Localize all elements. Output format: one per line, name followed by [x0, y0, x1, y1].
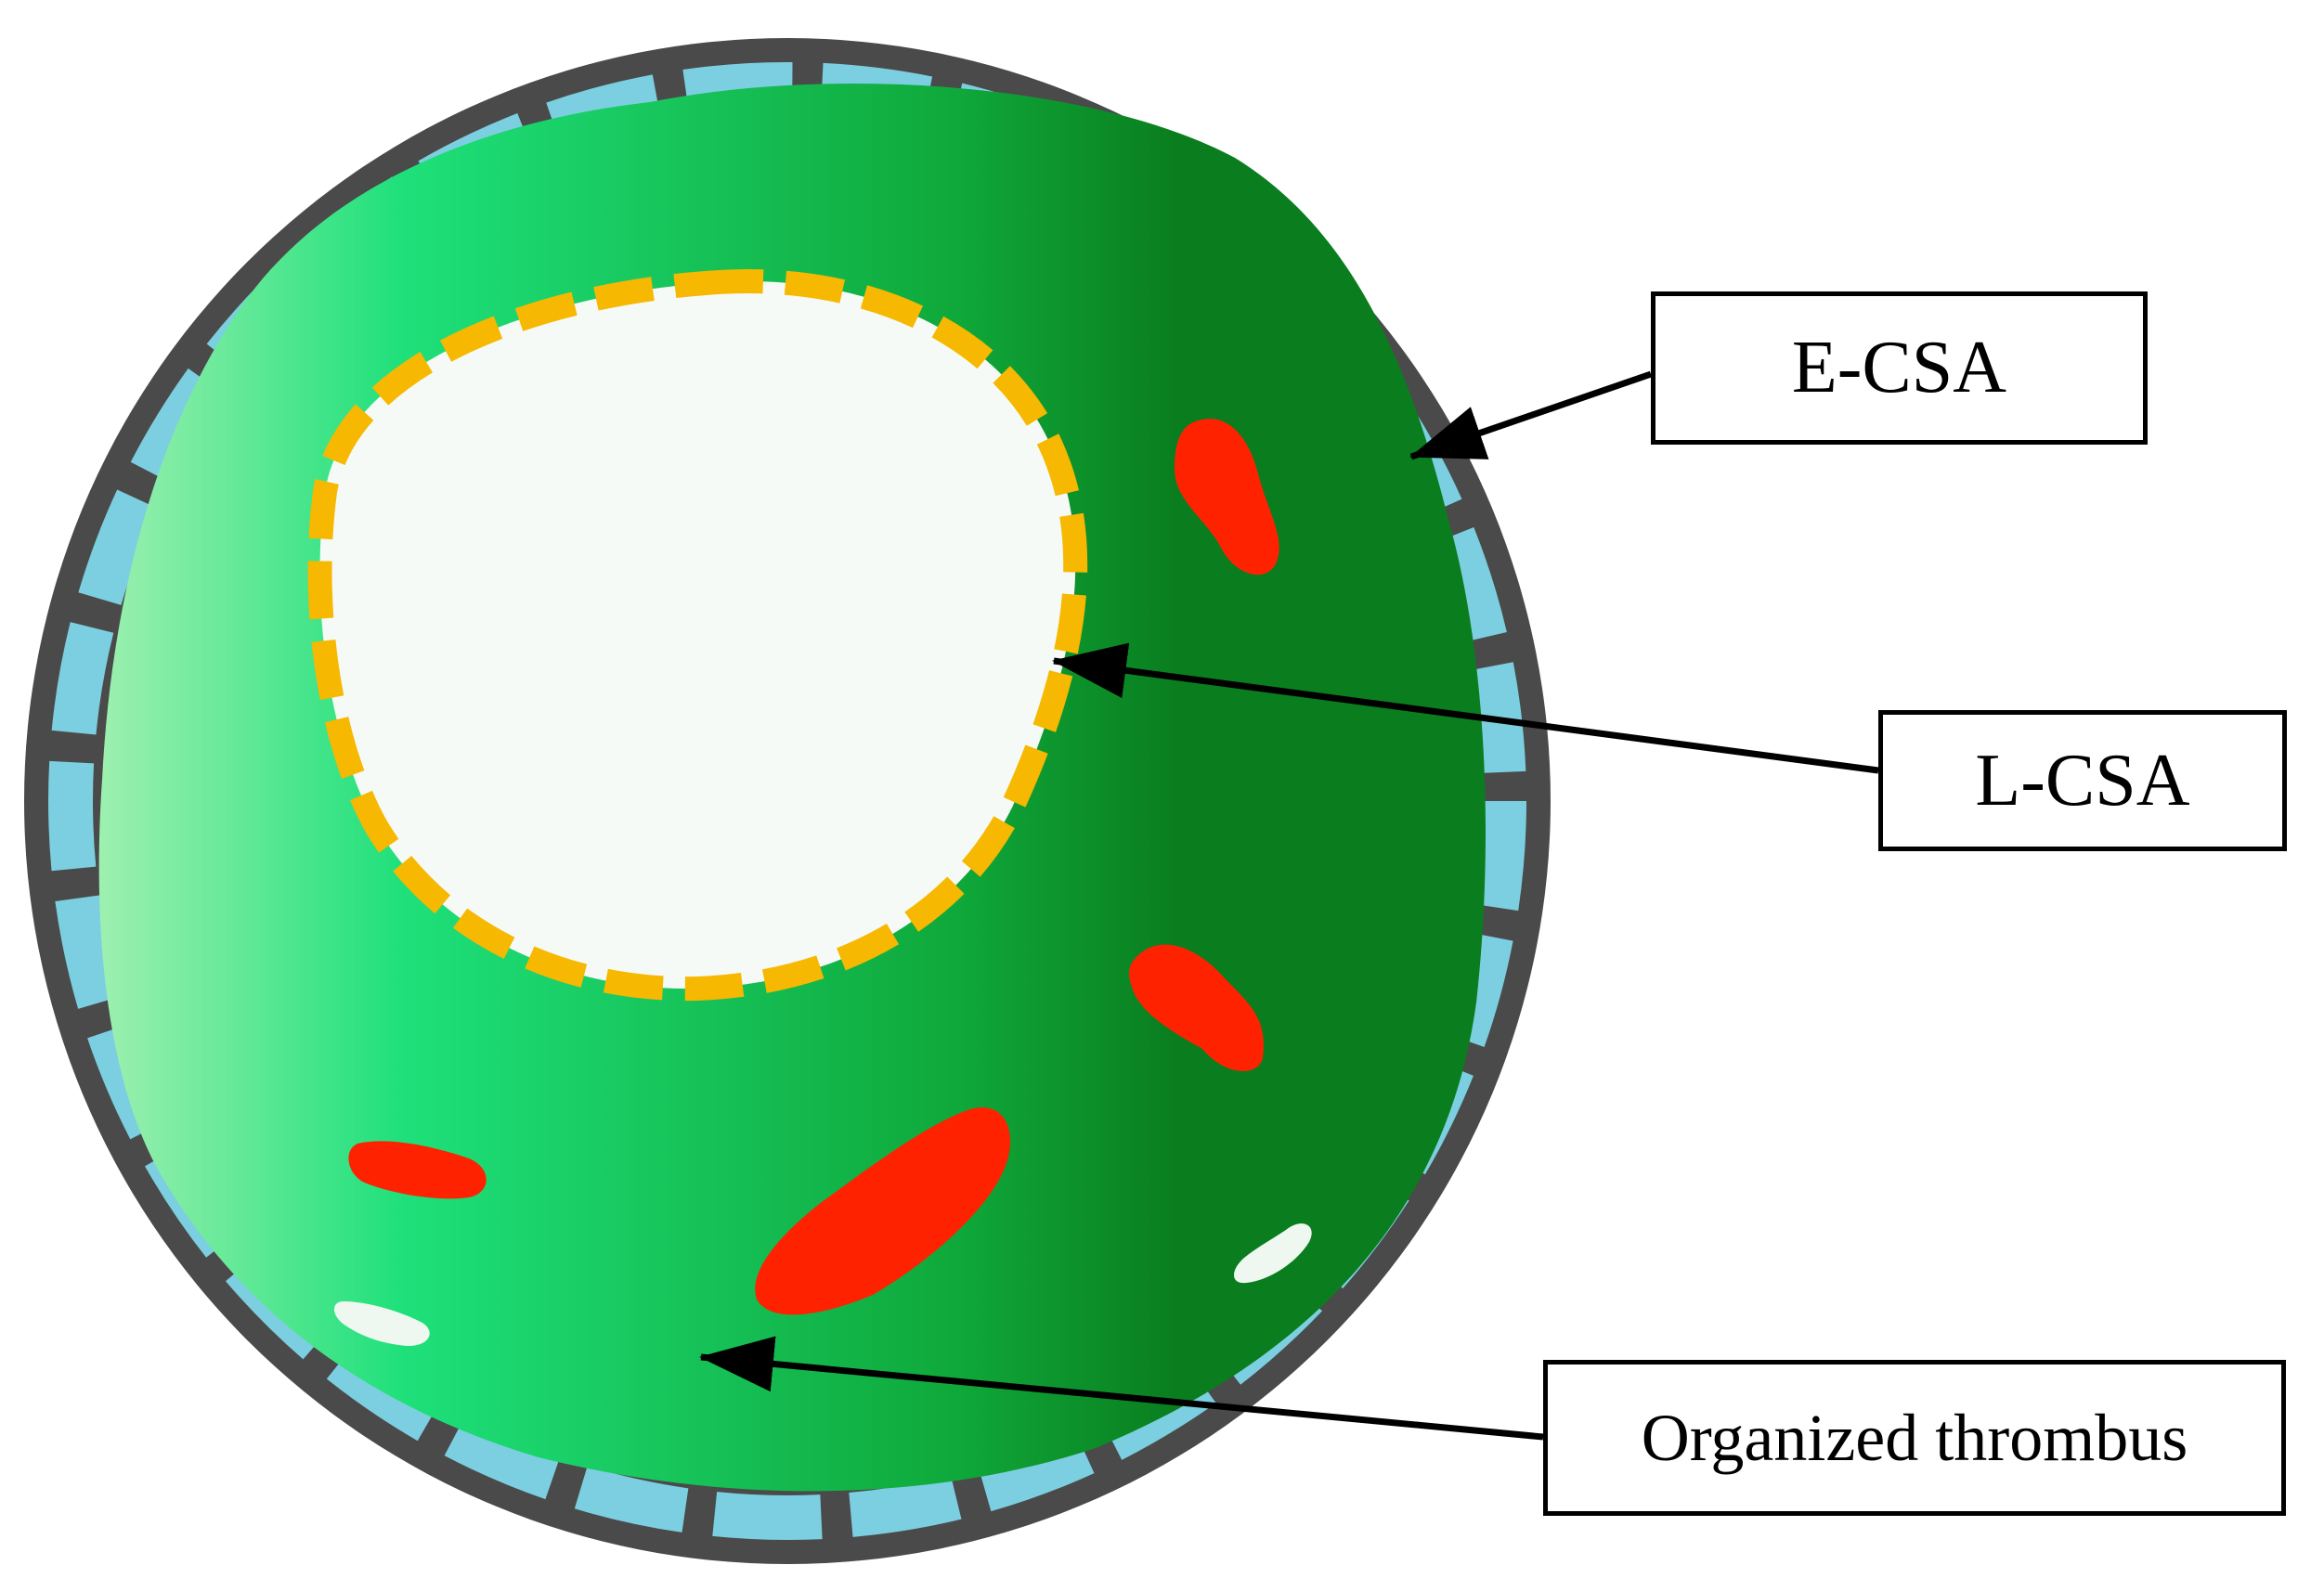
calcification-spot-1 [1233, 1223, 1312, 1284]
label-e-csa-text: E-CSA [1791, 327, 2007, 408]
arrow-to-external-boundary [1409, 370, 1653, 460]
label-l-csa: L-CSA [1878, 710, 2287, 851]
calcification-spot-2 [333, 1301, 430, 1346]
label-organized-thrombus-text: Organized thrombus [1641, 1400, 2188, 1475]
arrow-to-organized-thrombus [699, 1336, 1544, 1441]
label-e-csa: E-CSA [1651, 291, 2148, 445]
hemorrhage-spot-1 [1175, 419, 1279, 576]
hemorrhage-spot-2 [1129, 944, 1264, 1071]
arrow-to-lumen-boundary [1052, 642, 1879, 774]
lumen-region [307, 269, 1088, 1002]
label-l-csa-text: L-CSA [1975, 739, 2190, 821]
hemorrhage-spot-4 [348, 1141, 487, 1199]
label-organized-thrombus: Organized thrombus [1543, 1360, 2286, 1516]
hemorrhage-spot-3 [755, 1107, 1011, 1315]
wall-segments-ring [48, 62, 1526, 1540]
